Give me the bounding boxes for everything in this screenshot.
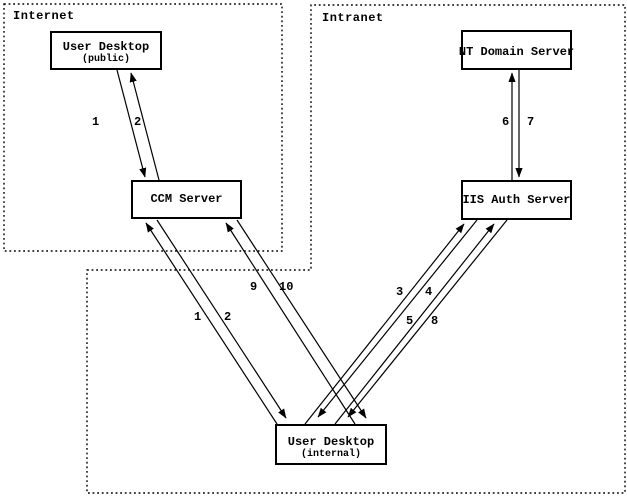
arrow-internal-to-ccm-1 [145, 222, 278, 425]
flow-label-internal-ccm-request: 1 [194, 310, 202, 324]
arrow-public-to-ccm [116, 69, 147, 178]
node-subtitle: (public) [81, 53, 130, 65]
arrow-iis-to-internal-8 [347, 219, 508, 418]
node-subtitle: (internal) [300, 448, 361, 460]
flow-label-internal-ccm-request-2: 9 [250, 280, 258, 294]
intranet-zone-border [86, 4, 626, 494]
arrow-ccm-to-public [129, 72, 160, 181]
arrow-ccm-to-internal-10 [236, 219, 367, 419]
arrow-ccm-to-internal-2 [156, 219, 287, 419]
arrow-internal-to-ccm-9 [225, 222, 356, 425]
node-title: NT Domain Server [458, 44, 575, 59]
flow-label-ccm-internal-response: 2 [224, 310, 232, 324]
flow-label-public-request: 1 [92, 115, 100, 129]
arrow-iis-to-internal-4 [317, 219, 478, 418]
arrow-internal-to-iis-5 [334, 223, 495, 425]
flow-label-internal-iis-request-a: 3 [396, 285, 404, 299]
intranet-zone-label: Intranet [322, 11, 384, 25]
node-nt-domain-server: NT Domain Server [458, 30, 575, 70]
node-title: CCM Server [150, 192, 223, 206]
flow-label-nt-to-iis: 7 [527, 115, 535, 129]
arrow-internal-to-iis-3 [304, 223, 465, 425]
flow-label-ccm-internal-response-2: 10 [279, 280, 294, 294]
node-iis-auth-server: IIS Auth Server [461, 180, 572, 220]
internet-zone-border [3, 3, 283, 252]
node-user-desktop-public: User Desktop (public) [50, 31, 162, 70]
node-title: User Desktop [287, 434, 375, 449]
flow-label-internal-iis-request-b: 5 [406, 314, 414, 328]
flow-label-iis-internal-response-b: 8 [431, 314, 439, 328]
flow-label-iis-internal-response-a: 4 [425, 285, 433, 299]
flow-label-public-response: 2 [134, 115, 142, 129]
node-ccm-server: CCM Server [131, 180, 242, 219]
flow-label-iis-to-nt: 6 [502, 115, 510, 129]
node-user-desktop-internal: User Desktop (internal) [275, 424, 387, 465]
internet-zone-label: Internet [13, 9, 75, 23]
node-title: User Desktop [62, 39, 150, 54]
node-title: IIS Auth Server [462, 192, 571, 207]
